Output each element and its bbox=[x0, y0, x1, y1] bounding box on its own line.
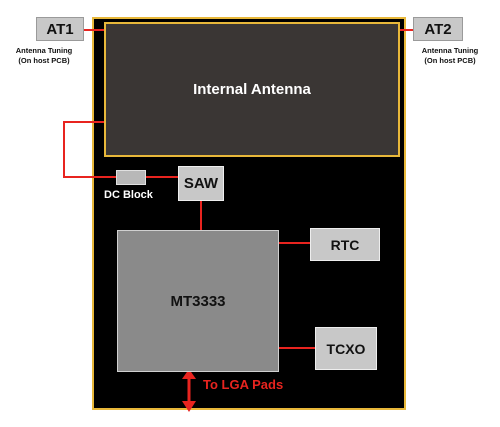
at1-note-line1: Antenna Tuning bbox=[15, 46, 73, 55]
dc-block-chip bbox=[116, 170, 146, 185]
at1-label: AT1 bbox=[46, 20, 74, 38]
at1-note: Antenna Tuning (On host PCB) bbox=[4, 46, 84, 66]
at2-note-line2: (On host PCB) bbox=[424, 56, 476, 65]
at2-note-line1: Antenna Tuning bbox=[421, 46, 479, 55]
saw-filter: SAW bbox=[178, 166, 224, 201]
tcxo-chip: TCXO bbox=[315, 327, 377, 370]
at2-box: AT2 bbox=[413, 17, 463, 41]
internal-antenna-label: Internal Antenna bbox=[193, 81, 311, 98]
rtc-chip: RTC bbox=[310, 228, 380, 261]
tcxo-label: TCXO bbox=[326, 340, 366, 357]
dc-block-label: DC Block bbox=[104, 189, 153, 201]
mt3333-chip: MT3333 bbox=[117, 230, 279, 372]
lga-pads-label: To LGA Pads bbox=[203, 377, 284, 392]
mt3333-label: MT3333 bbox=[170, 292, 226, 310]
saw-label: SAW bbox=[183, 175, 219, 192]
internal-antenna: Internal Antenna bbox=[104, 22, 400, 157]
at1-box: AT1 bbox=[36, 17, 84, 41]
at2-note: Antenna Tuning (On host PCB) bbox=[410, 46, 490, 66]
at2-label: AT2 bbox=[424, 20, 452, 38]
rtc-label: RTC bbox=[330, 236, 360, 253]
at1-note-line2: (On host PCB) bbox=[18, 56, 70, 65]
